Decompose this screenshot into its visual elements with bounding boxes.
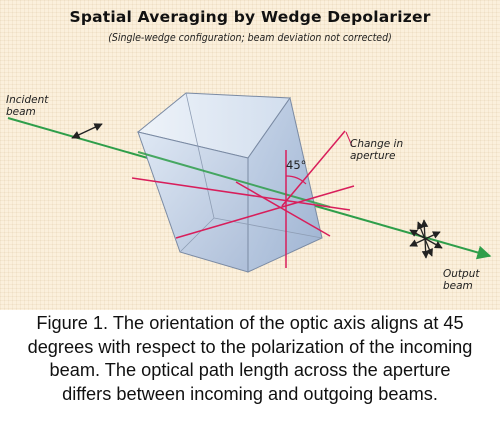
angle-arc	[285, 175, 307, 185]
polarization-line	[131, 177, 351, 211]
caption-line: differs between incoming and outgoing be…	[62, 383, 438, 404]
diagram-title: Spatial Averaging by Wedge Depolarizer	[69, 8, 431, 26]
wedge-hidden-edge	[185, 92, 215, 219]
polarization-line	[175, 185, 355, 239]
output-beam-label: Output beam	[443, 268, 493, 292]
change-in-aperture-label: Change in aperture	[350, 138, 430, 162]
beam-through-wedge	[137, 151, 331, 208]
angle-label: 45°	[286, 158, 307, 172]
incident-beam-label-line: beam	[6, 106, 36, 118]
polarization-line	[235, 181, 331, 237]
output-beam-label-line: beam	[443, 280, 473, 292]
leader-line	[345, 131, 353, 147]
incoming-polarization-arrow	[71, 123, 103, 139]
wedge-hidden-edge	[179, 217, 215, 253]
wedge-diagram	[7, 92, 492, 273]
incident-beam-label: Incident beam	[6, 94, 66, 118]
optic-axis-diagonal	[281, 130, 346, 207]
diagram-subtitle: (Single-wedge configuration; beam deviat…	[108, 32, 392, 44]
output-polarization-star	[409, 219, 443, 259]
change-in-aperture-label-line: Change in	[350, 138, 404, 150]
change-in-aperture-label-line: aperture	[350, 150, 396, 162]
caption-line: Figure 1. The orientation of the optic a…	[36, 313, 464, 333]
caption-line: degrees with respect to the polarization…	[27, 336, 473, 357]
incident-beam-label-line: Incident	[6, 94, 49, 106]
caption-line: beam. The optical path length across the…	[49, 360, 451, 380]
figure-caption: Figure 1. The orientation of the optic a…	[0, 312, 500, 428]
output-beam-label-line: Output	[443, 268, 480, 280]
